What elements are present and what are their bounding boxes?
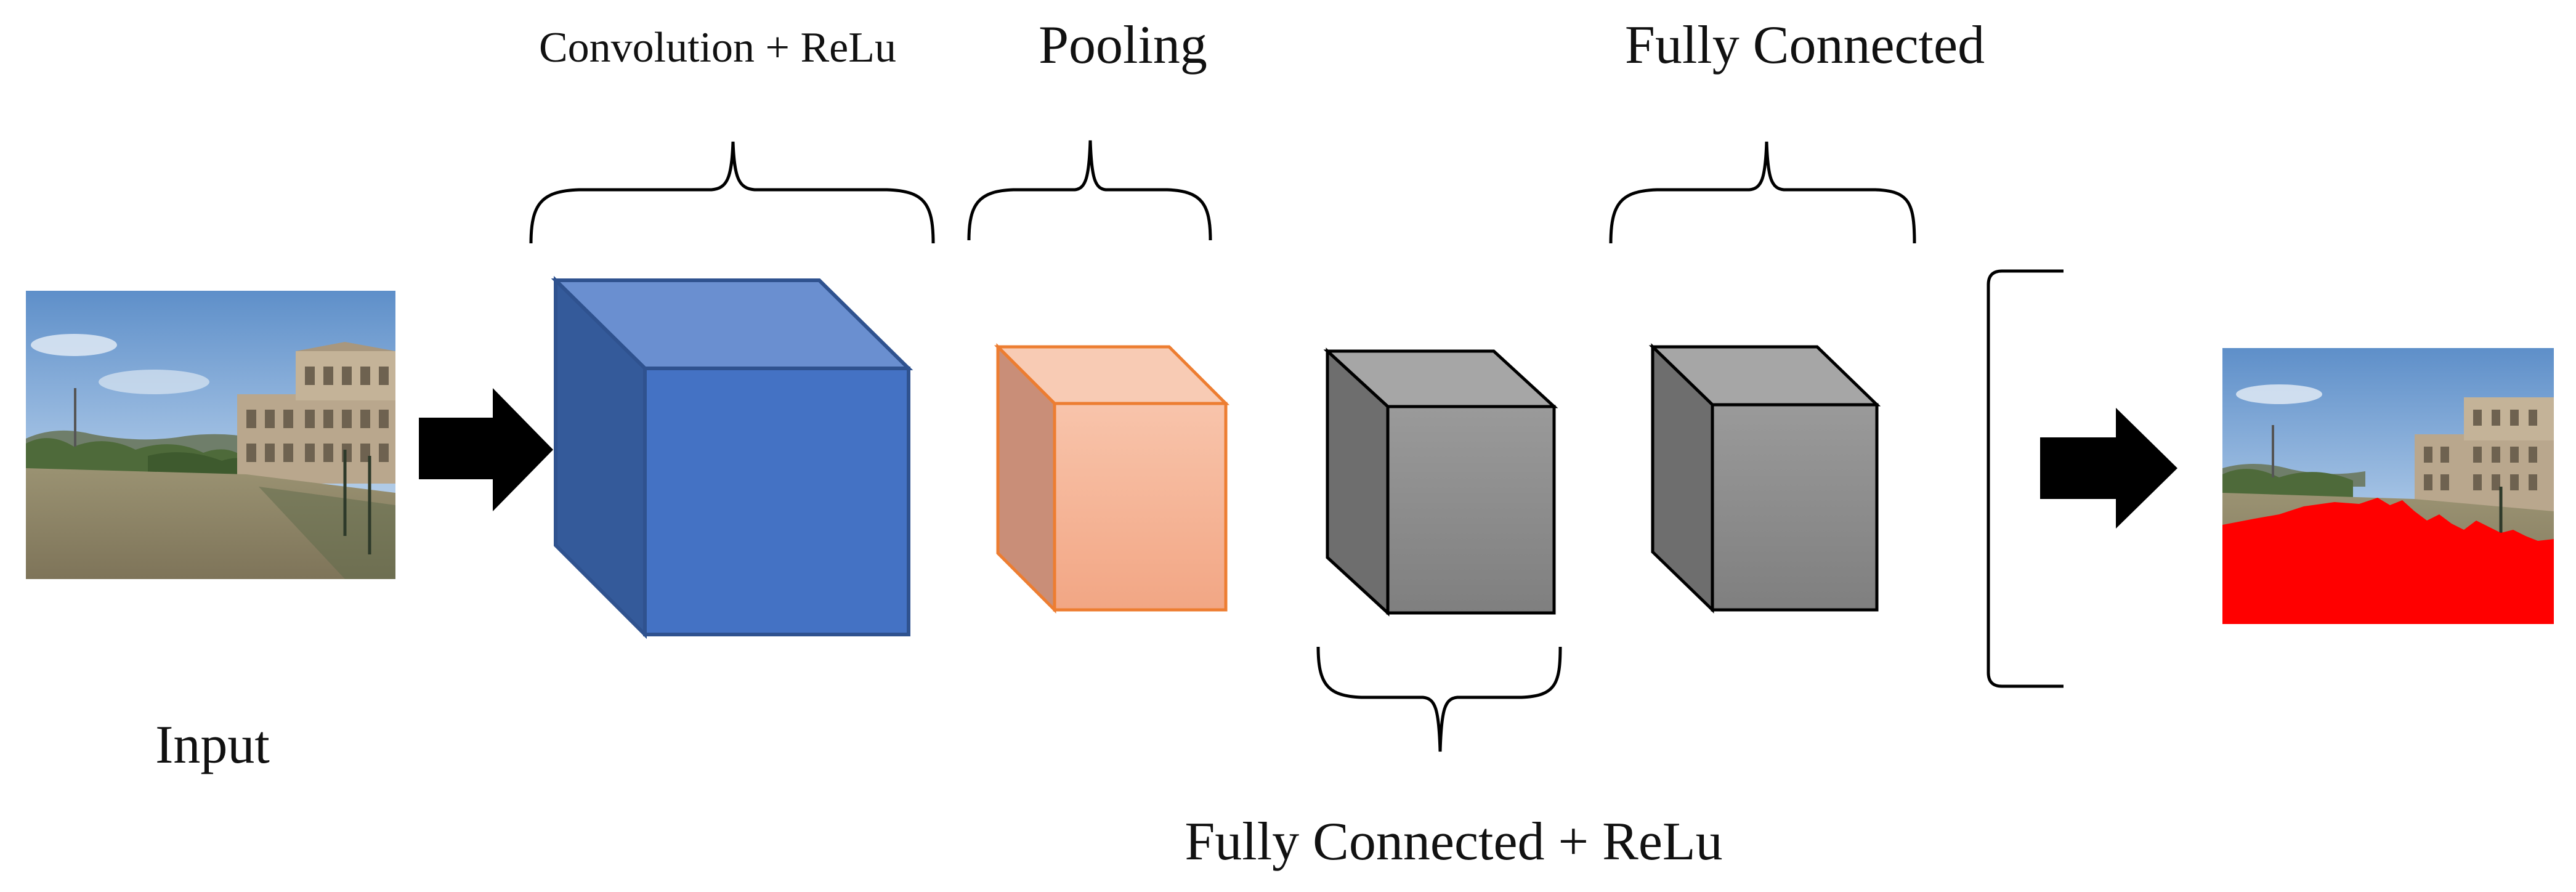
conv-relu-brace [529, 141, 935, 244]
fully-connected-relu-brace [1316, 646, 1562, 752]
fc-cube [1648, 343, 1881, 614]
input-image [26, 291, 395, 579]
pooling-label: Pooling [1039, 15, 1207, 75]
output-arrow-icon [2040, 408, 2177, 529]
fc-cube-front [1711, 403, 1879, 612]
conv-relu-label: Convolution + ReLu [539, 24, 896, 71]
output-segmentation-image [2222, 348, 2554, 624]
fc-relu-cube [1323, 347, 1558, 617]
fully-connected-label: Fully Connected [1625, 15, 1985, 75]
flood-mask [2222, 498, 2554, 624]
conv-cube [551, 275, 913, 639]
input-label: Input [155, 715, 270, 775]
pooling-brace [967, 140, 1212, 241]
pooling-cube-front [1053, 402, 1228, 612]
fully-connected-brace [1609, 141, 1916, 244]
fully-connected-relu-label: Fully Connected + ReLu [1185, 812, 1722, 872]
conv-cube-front [643, 367, 910, 636]
pooling-cube [994, 343, 1230, 614]
input-arrow-icon [419, 388, 553, 511]
output-bracket [1987, 269, 2064, 688]
fc-relu-cube-front [1386, 405, 1556, 615]
